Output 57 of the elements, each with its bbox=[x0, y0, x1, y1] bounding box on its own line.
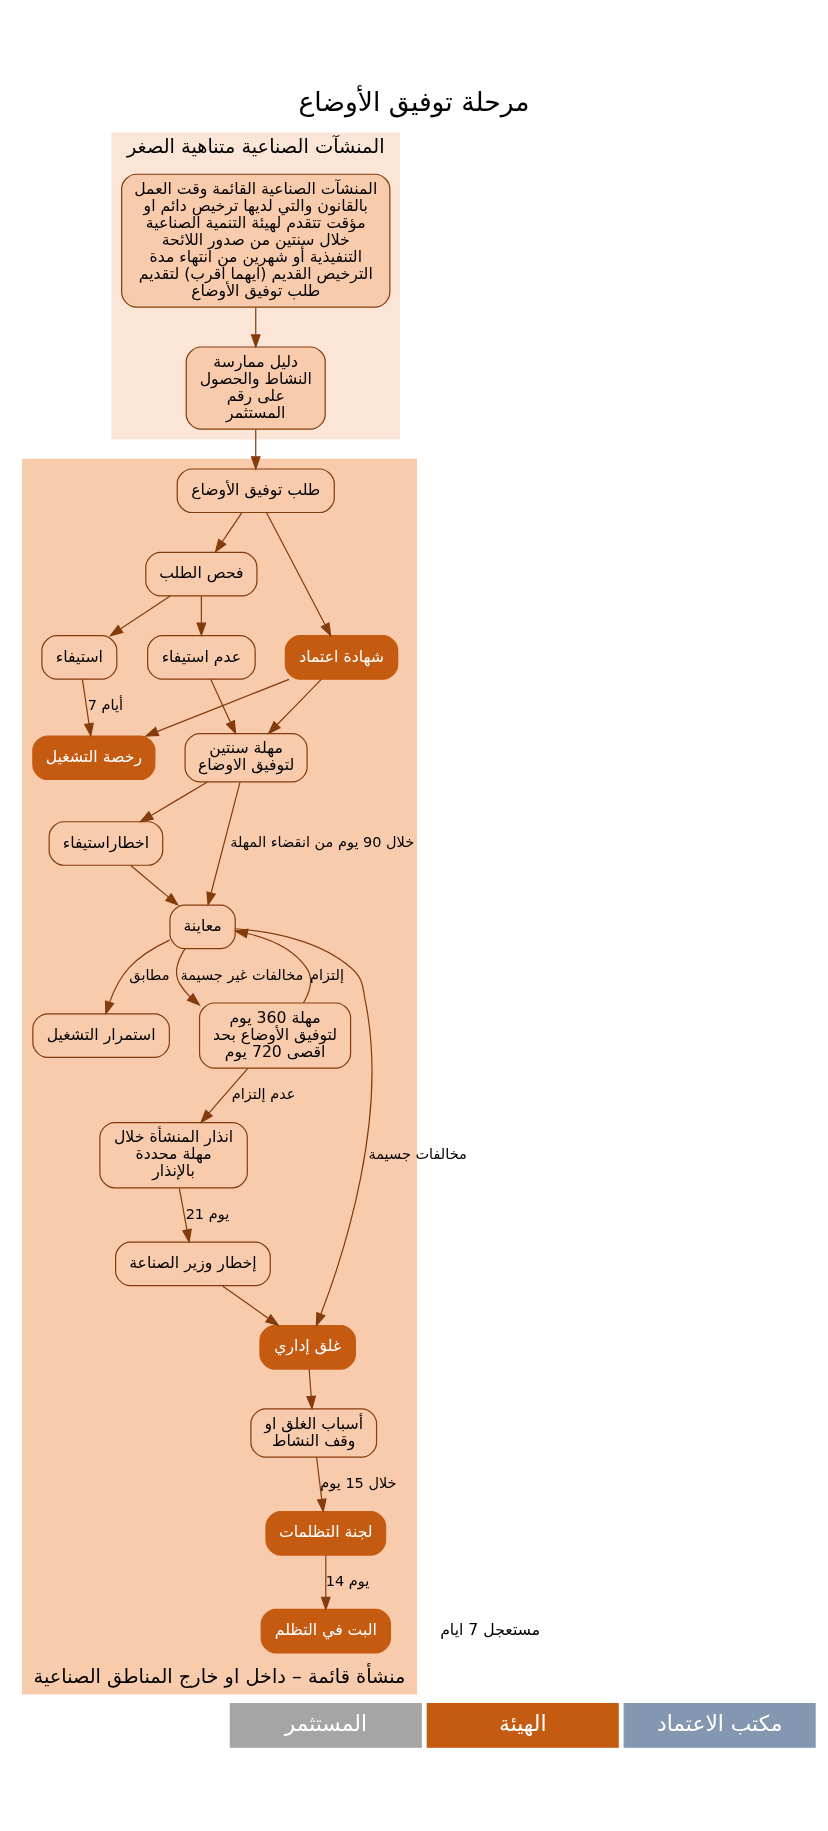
node-box: معاينة bbox=[169, 904, 236, 949]
arrow bbox=[316, 1456, 327, 1513]
node-box: طلب توفيق الأوضاع bbox=[176, 467, 335, 513]
arrow bbox=[233, 928, 312, 1003]
arrow bbox=[320, 1554, 331, 1611]
edge-label: 21 يوم bbox=[185, 1205, 230, 1222]
node-box: دليل ممارسة النشاط والحصول على رقم المستثمر bbox=[185, 345, 326, 430]
node-box: البت في التظلم bbox=[260, 1608, 392, 1654]
node-box: المستثمر bbox=[229, 1702, 422, 1748]
arrow bbox=[214, 511, 243, 553]
arrow bbox=[210, 678, 237, 735]
node-box: استمرار التشغيل bbox=[32, 1012, 170, 1058]
node-box: مهلة سنتين لتوفيق الاوضاع bbox=[184, 732, 308, 782]
node-box: فحص الطلب bbox=[145, 551, 258, 596]
edge-label: إلتزام bbox=[310, 966, 344, 983]
diagram-title: مرحلة توفيق الأوضاع bbox=[298, 85, 530, 117]
edge-label: 14 يوم bbox=[325, 1572, 370, 1589]
node-box: لجنة التظلمات bbox=[265, 1510, 387, 1556]
arrow bbox=[234, 927, 373, 1327]
arrow bbox=[250, 306, 261, 349]
edge-label: خلال 15 يوم bbox=[320, 1474, 397, 1491]
arrow bbox=[221, 1284, 280, 1326]
edge-label: مخالفات جسيمة bbox=[368, 1145, 467, 1162]
arrow bbox=[306, 1368, 317, 1410]
arrow bbox=[139, 780, 209, 823]
arrow bbox=[250, 428, 261, 471]
node-box: مهلة 360 يوم لتوفيق الأوضاع بحد اقصى 720 يوم bbox=[198, 1001, 352, 1069]
arrow bbox=[144, 678, 290, 737]
node-box: انذار المنشأة خلال مهلة محددة بالإنذار bbox=[99, 1121, 248, 1188]
edge-label: مخالفات غير جسيمة bbox=[180, 966, 304, 983]
arrow bbox=[178, 1187, 192, 1244]
arrow bbox=[267, 678, 322, 735]
arrow bbox=[175, 947, 201, 1006]
arrow bbox=[108, 594, 171, 637]
node-box: عدم استيفاء bbox=[147, 634, 256, 680]
edge-label: 7 أيام bbox=[87, 696, 123, 713]
arrow bbox=[104, 939, 171, 1016]
arrow bbox=[196, 595, 207, 637]
node-box: غلق إداري bbox=[259, 1324, 356, 1370]
arrow bbox=[130, 864, 180, 906]
node-box: شهادة اعتماد bbox=[284, 634, 399, 680]
arrow bbox=[266, 511, 332, 637]
edge-label: مطابق bbox=[129, 966, 170, 983]
edge-label: خلال 90 يوم من انقضاء المهلة bbox=[230, 833, 415, 850]
arrow bbox=[199, 1067, 249, 1124]
node-box: استيفاء bbox=[41, 634, 118, 680]
edge-label: عدم إلتزام bbox=[231, 1085, 296, 1102]
label: مستعجل 7 ايام bbox=[440, 1619, 541, 1639]
arrow bbox=[206, 781, 241, 907]
node-box: المنشآت الصناعية القائمة وقت العمل بالقانون والتي لديها ترخيص دائم او مؤقت تتقدم لهيئة التنمية الصناعية خلال سنتين من صدور اللائحة التنفيذية أو شهرين من انتهاء مدة الترخيص القديم (ايهما اقرب) لتقديم طلب توفيق الأوضاع bbox=[121, 173, 391, 308]
node-box: مكتب الاعتماد bbox=[623, 1702, 816, 1748]
node-box: أسباب الغلق او وقف النشاط bbox=[250, 1407, 378, 1458]
arrow bbox=[81, 678, 94, 738]
node-box: الهيئة bbox=[426, 1702, 619, 1748]
node-box: اخطاراستيفاء bbox=[48, 820, 164, 866]
node-box: إخطار وزير الصناعة bbox=[115, 1241, 271, 1286]
node-box: رخصة التشغيل bbox=[32, 734, 156, 780]
